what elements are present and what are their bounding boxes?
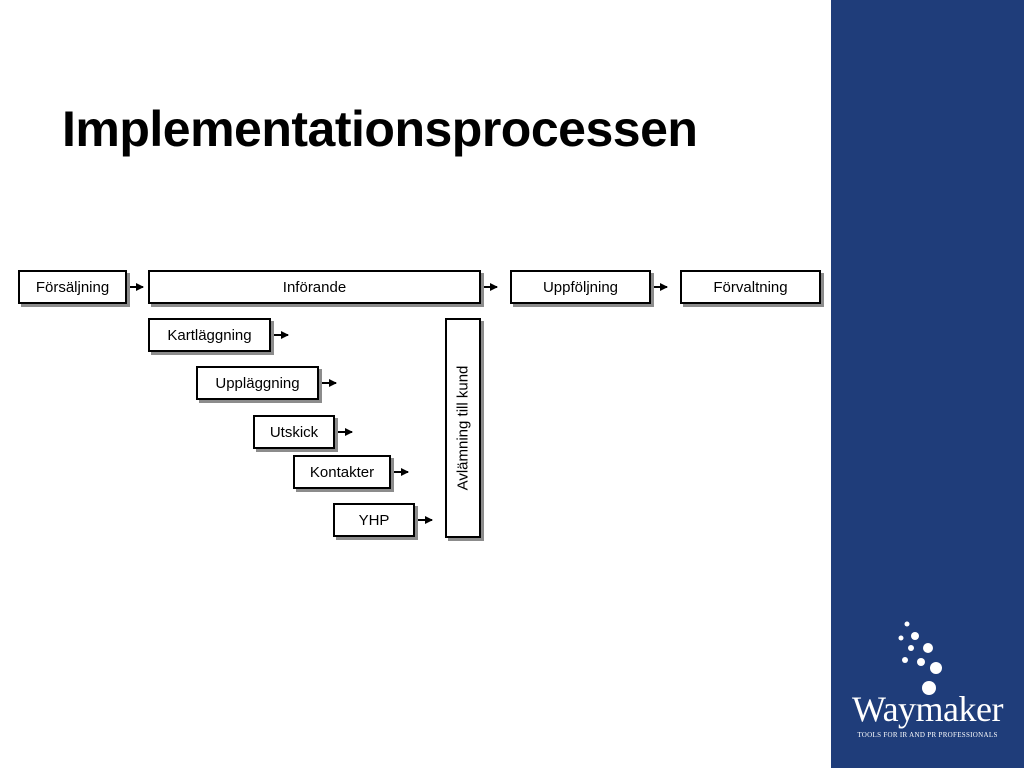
waymaker-dots-icon [898,621,942,695]
phase-uppfoljning: Uppföljning [510,270,651,304]
phase-inforande: Införande [148,270,481,304]
brand-sidebar: Waymaker TOOLS FOR IR AND PR PROFESSIONA… [831,0,1024,768]
step-yhp: YHP [333,503,415,537]
phase-forsaljning: Försäljning [18,270,127,304]
logo-tagline: TOOLS FOR IR AND PR PROFESSIONALS [857,731,998,739]
step-kontakter: Kontakter [293,455,391,489]
arrow-layer [128,283,668,524]
handover-box-frame [445,318,481,538]
phase-forvaltning: Förvaltning [680,270,821,304]
logo-wordmark: Waymaker [851,689,1004,729]
step-upplaggning: Uppläggning [196,366,319,400]
step-kartlaggning: Kartläggning [148,318,271,352]
slide-title: Implementationsprocessen [62,101,698,157]
step-utskick: Utskick [253,415,335,449]
handover-label: Avlämning till kund [454,365,472,491]
handover-box: Avlämning till kund [445,318,481,538]
